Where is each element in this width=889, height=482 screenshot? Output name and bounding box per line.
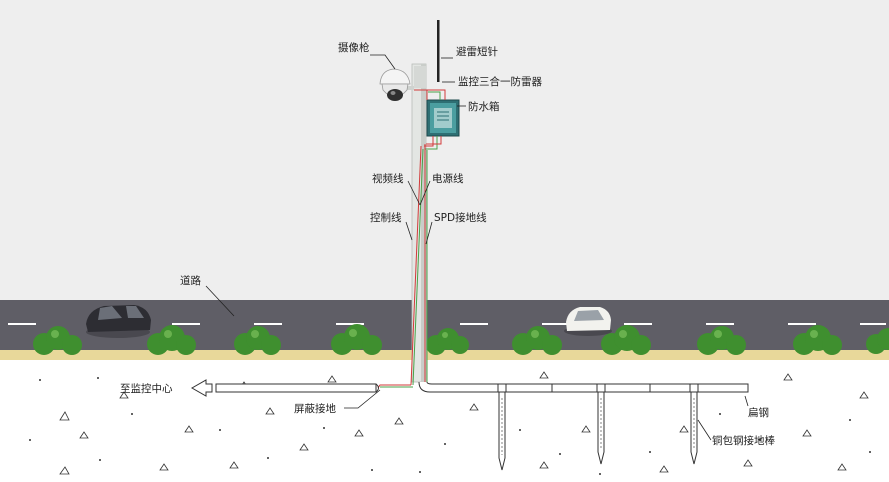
ground-rod-1 [497, 383, 507, 471]
arrow-left-icon [190, 379, 213, 397]
white-car-icon [564, 307, 612, 336]
bush-highlights [51, 329, 818, 338]
ground-rod-2 [596, 383, 606, 465]
road-label: 道路 [180, 274, 201, 287]
surge-protector-label: 监控三合一防雷器 [458, 75, 542, 88]
ground-section [0, 360, 889, 482]
video-line-label: 视频线 [372, 172, 404, 185]
underground-cable [215, 383, 379, 393]
pole-shading [421, 64, 426, 382]
camera-label: 摄像枪 [338, 41, 370, 54]
shield-ground-label: 屏蔽接地 [294, 402, 336, 415]
waterproof-box-label: 防水箱 [468, 100, 500, 113]
to-center-label: 至监控中心 [120, 382, 173, 395]
wiring-bundle [377, 89, 446, 389]
spd-ground-line-label: SPD接地线 [434, 211, 487, 224]
dark-car-icon [86, 305, 151, 338]
lightning-rod-label: 避雷短针 [456, 45, 498, 58]
power-line-label: 电源线 [432, 172, 464, 185]
ground-rod-3 [689, 383, 699, 465]
soil-specks [59, 371, 869, 475]
flat-steel-bar [418, 381, 749, 393]
curb-strip [0, 350, 889, 360]
pole-top-section [414, 66, 426, 88]
flat-steel-label: 扁钢 [748, 406, 769, 419]
camera-icon [379, 68, 414, 101]
waterproof-box-icon [426, 99, 460, 137]
sky-background [0, 0, 889, 305]
ground-rod-label: 铜包钢接地棒 [712, 434, 775, 447]
leader-lines [205, 54, 749, 441]
control-line-label: 控制线 [370, 211, 402, 224]
lightning-rod [437, 20, 440, 82]
